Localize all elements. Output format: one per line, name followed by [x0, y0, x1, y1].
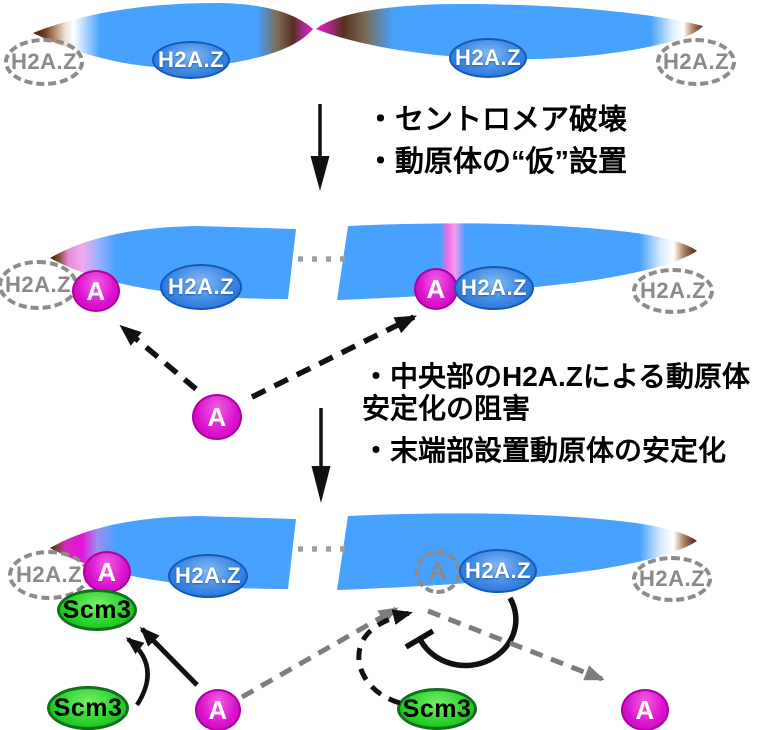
ghost-h2az-label: H2A.Z — [15, 562, 83, 587]
cenpa-label: A — [207, 401, 227, 432]
ghost-cenpa-bottom-right: A — [415, 550, 461, 594]
h2az-inhibition-arc — [404, 596, 519, 669]
h2az-label: H2A.Z — [174, 563, 242, 588]
ghost-h2az-top-right: H2A.Z — [656, 38, 736, 86]
cenpa-label: A — [426, 273, 446, 304]
step2-text-line1: ・中央部のH2A.Zによる動原体 — [362, 361, 751, 392]
h2az-bottom-left: H2A.Z — [168, 554, 248, 598]
h2az-mid-right: H2A.Z — [454, 266, 534, 310]
step2-down-arrow — [311, 408, 331, 503]
step1-text-line1: ・セントロメア破壊 — [366, 104, 628, 136]
scm3-bound: Scm3 — [57, 589, 137, 631]
h2az-mid-left: H2A.Z — [160, 264, 242, 310]
h2az-top-left: H2A.Z — [152, 41, 230, 79]
step2-text-line3: ・末端部設置動原体の安定化 — [362, 435, 727, 466]
scm3-label: Scm3 — [402, 694, 472, 723]
scm3-recruit-arrow — [125, 637, 150, 707]
h2az-label: H2A.Z — [454, 45, 522, 70]
h2az-label: H2A.Z — [460, 275, 528, 300]
ghost-cenpa-label: A — [429, 558, 447, 585]
cenpa-label: A — [86, 275, 106, 306]
cenpa-free-bottom-left: A — [195, 689, 241, 730]
deposit-arrow-left — [119, 324, 198, 392]
ghost-h2az-label: H2A.Z — [639, 278, 707, 303]
cenpa-evicted: A — [621, 689, 669, 730]
cenpa-label: A — [208, 694, 228, 725]
h2az-label: H2A.Z — [167, 274, 235, 299]
ghost-h2az-mid-left: H2A.Z — [0, 260, 78, 310]
step2-text-line2: 安定化の阻害 — [362, 393, 531, 424]
h2az-label: H2A.Z — [464, 558, 532, 583]
scm3-label: Scm3 — [62, 595, 132, 624]
cenpa-label: A — [635, 694, 655, 725]
scm3-label: Scm3 — [53, 693, 123, 722]
cenpa-free-mid: A — [192, 394, 242, 440]
step1-down-arrow — [310, 104, 330, 191]
cenpa-label: A — [97, 556, 117, 587]
ghost-h2az-mid-right: H2A.Z — [632, 268, 714, 314]
h2az-label: H2A.Z — [157, 47, 225, 72]
h2az-bottom-right: H2A.Z — [459, 549, 537, 593]
cenpa-eviction-arrow — [427, 608, 605, 682]
cenpa-mid-right: A — [414, 268, 458, 310]
scm3-attempt-arrow — [356, 609, 413, 706]
ghost-h2az-label: H2A.Z — [4, 272, 72, 297]
cenpa-bottom-left: A — [83, 551, 131, 593]
ghost-h2az-bottom-right: H2A.Z — [632, 556, 712, 602]
step1-text-line2: ・動原体の“仮”設置 — [366, 146, 628, 178]
scm3-free-right: Scm3 — [397, 688, 477, 730]
cenpa-attempt-arrow — [240, 606, 399, 700]
scm3-free-left: Scm3 — [47, 686, 129, 730]
ghost-h2az-label: H2A.Z — [10, 49, 78, 74]
ghost-h2az-label: H2A.Z — [638, 566, 706, 591]
cenpa-stabilize-arrow — [139, 626, 199, 687]
cenpa-mid-left: A — [72, 270, 120, 312]
ghost-h2az-top-left: H2A.Z — [4, 38, 84, 86]
ghost-h2az-label: H2A.Z — [662, 49, 730, 74]
h2az-top-right: H2A.Z — [449, 38, 527, 78]
